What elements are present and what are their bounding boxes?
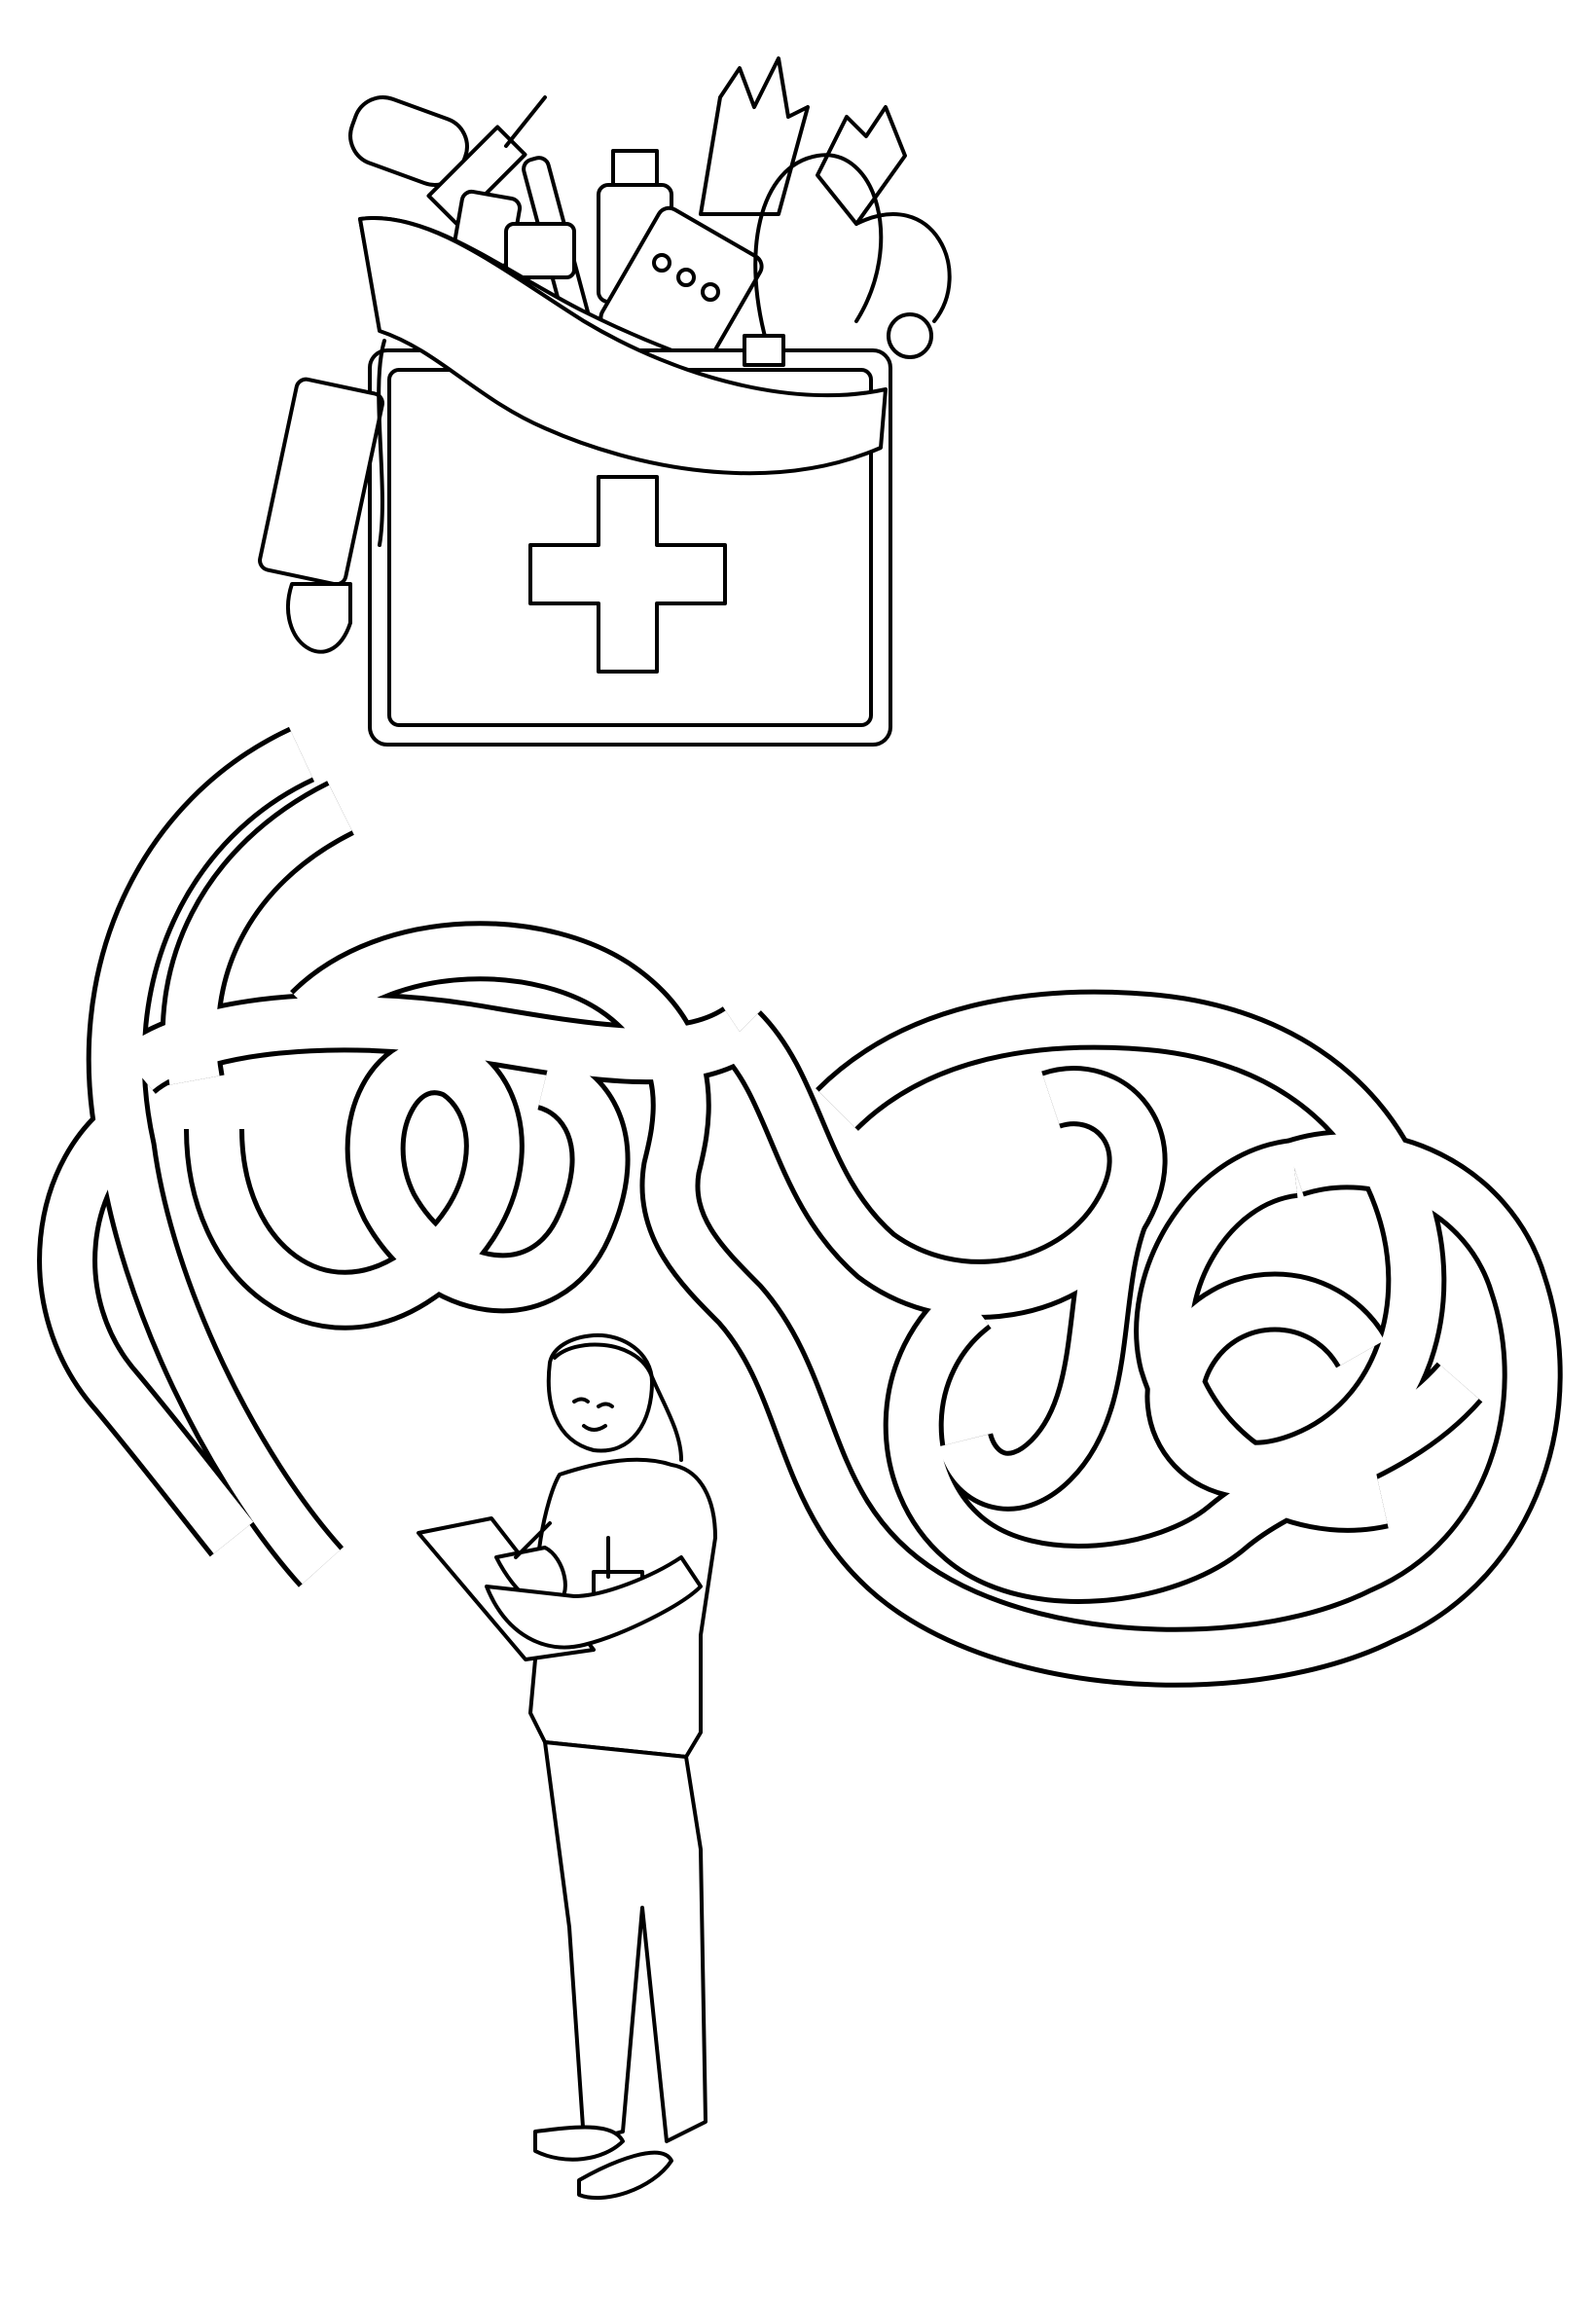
maze[interactable] [37, 726, 1563, 1688]
nurse-with-clipboard-icon [417, 1332, 717, 2201]
cross-symbol [528, 475, 727, 674]
medical-supplies [348, 56, 952, 379]
first-aid-kit-icon [258, 56, 952, 747]
